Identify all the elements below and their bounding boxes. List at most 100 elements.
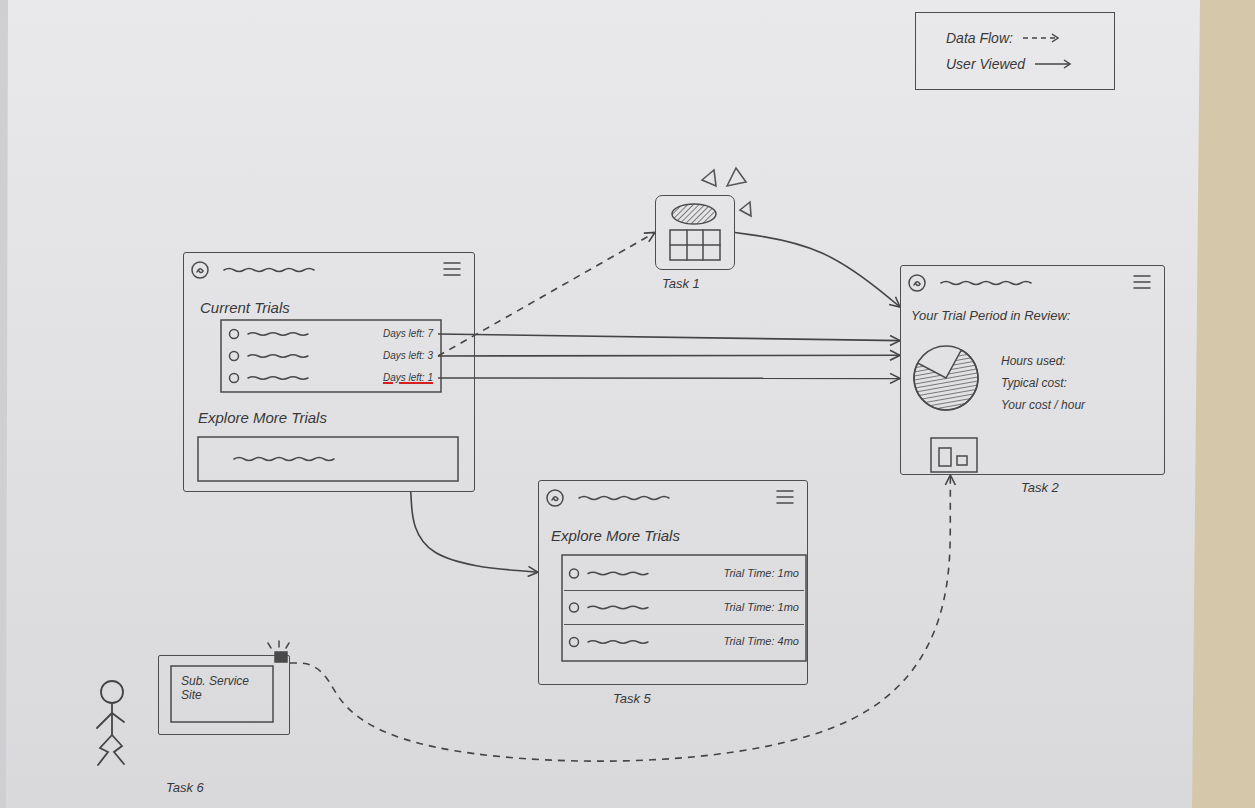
task-label: Task 2 — [1021, 480, 1059, 496]
list-box — [221, 320, 441, 392]
name-squiggle — [248, 355, 308, 358]
radio-circle — [230, 352, 239, 361]
alert-triangle — [740, 202, 751, 216]
stick-figure — [97, 681, 124, 765]
alert-triangle — [702, 170, 716, 186]
figure-leg — [112, 735, 124, 764]
task-label: Task 1 — [662, 276, 700, 292]
radio-circle — [570, 569, 579, 578]
legend-item: User Viewed — [946, 51, 1102, 77]
trial-row: Days left: 3 — [224, 345, 438, 367]
name-squiggle — [248, 333, 308, 336]
list-box — [562, 555, 806, 661]
figure-head — [101, 681, 123, 703]
phone-screen: Your Trial Period in Review:Hours used:T… — [900, 265, 1165, 475]
trial-status: Days left: 7 — [383, 328, 433, 340]
section-heading: Current Trials — [200, 299, 290, 317]
name-squiggle — [588, 572, 648, 575]
figure-arm — [112, 713, 124, 722]
wireframe-sketch — [539, 481, 807, 684]
alert-triangles — [702, 168, 751, 216]
name-squiggle — [588, 606, 648, 609]
trial-status: Trial Time: 1mo — [724, 601, 800, 614]
app-logo — [909, 275, 925, 291]
grid-line — [670, 244, 720, 246]
browser-window — [171, 666, 273, 722]
action-icon — [939, 448, 951, 466]
laptop-screen: Sub. Service SiteTask 6 — [158, 655, 290, 735]
user-view-arrow — [735, 233, 900, 308]
menu-icon — [777, 502, 793, 504]
explore-squiggle — [234, 458, 334, 461]
action-icon — [957, 456, 967, 465]
screen-heading: Your Trial Period in Review: — [911, 308, 1070, 324]
pie-chart — [914, 346, 978, 410]
menu-icon — [777, 490, 793, 492]
menu-icon — [444, 262, 460, 264]
menu-icon — [1134, 287, 1150, 289]
user-view-arrow — [411, 492, 538, 572]
stat-label: Typical cost: — [1001, 376, 1067, 390]
figure-leg — [98, 735, 112, 765]
screen-heading: Explore More Trials — [551, 527, 680, 545]
menu-icon — [1134, 281, 1150, 283]
menu-icon — [444, 268, 460, 270]
app-logo — [547, 490, 563, 506]
menu-icon — [1134, 275, 1150, 277]
trial-status: Trial Time: 4mo — [724, 635, 800, 648]
trial-row: Trial Time: 1mo — [564, 557, 804, 591]
stat-label: Your cost / hour — [1001, 398, 1085, 412]
action-box — [931, 438, 977, 472]
alert-triangle — [727, 168, 746, 186]
phone-screen: Trial Time: 1moTrial Time: 1moTrial Time… — [538, 480, 808, 685]
alert-sparks — [268, 641, 289, 648]
site-label: Sub. Service Site — [181, 674, 265, 703]
phone-screen: Days left: 7 Days left: 3 Days left: 1 Curr… — [183, 252, 475, 492]
menu-icon — [777, 496, 793, 498]
wireframe-sketch — [901, 266, 1164, 474]
trial-status: Days left: 3 — [383, 350, 433, 362]
figure-body — [111, 703, 113, 735]
task-label: Task 5 — [613, 691, 651, 707]
wireframe-sketch — [656, 196, 734, 269]
title-squiggle — [579, 497, 669, 500]
radio-circle — [230, 374, 239, 383]
user-view-arrow — [438, 334, 900, 341]
section-heading: Explore More Trials — [198, 409, 327, 427]
app-logo — [192, 262, 208, 278]
trial-row: Days left: 7 — [224, 323, 438, 345]
title-squiggle — [941, 282, 1031, 285]
grid-line — [702, 230, 704, 260]
legend-item: Data Flow: — [946, 25, 1102, 51]
radio-circle — [570, 638, 579, 647]
wireframe-sketch — [159, 656, 289, 734]
data-flow-arrow — [290, 475, 950, 761]
grid-thumbnail — [670, 230, 720, 260]
alert-icon — [275, 652, 287, 662]
legend-text: User Viewed — [946, 56, 1025, 73]
table-edge — [1192, 0, 1255, 808]
trial-status: Days left: 1 — [383, 372, 433, 384]
user-view-arrow — [438, 354, 900, 356]
legend-sample — [1033, 58, 1073, 70]
radio-circle — [230, 330, 239, 339]
trial-row: Days left: 1 — [224, 367, 438, 389]
paper-shadow — [0, 0, 8, 808]
title-squiggle — [224, 269, 314, 272]
name-squiggle — [588, 641, 648, 644]
trial-row: Trial Time: 4mo — [564, 625, 804, 659]
radio-circle — [570, 603, 579, 612]
trial-row: Trial Time: 1mo — [564, 591, 804, 625]
legend-sample — [1021, 32, 1061, 44]
chart-thumbnail — [672, 204, 716, 224]
legend-box: Data Flow: User Viewed — [915, 12, 1115, 90]
explore-box — [198, 437, 458, 481]
pie-slice — [914, 350, 978, 410]
app-logo-swirl — [914, 282, 920, 286]
task-label: Task 6 — [166, 780, 204, 796]
app-logo-swirl — [197, 269, 203, 273]
trial-status: Trial Time: 1mo — [724, 567, 800, 580]
menu-icon — [444, 274, 460, 276]
user-view-arrow — [438, 377, 900, 379]
